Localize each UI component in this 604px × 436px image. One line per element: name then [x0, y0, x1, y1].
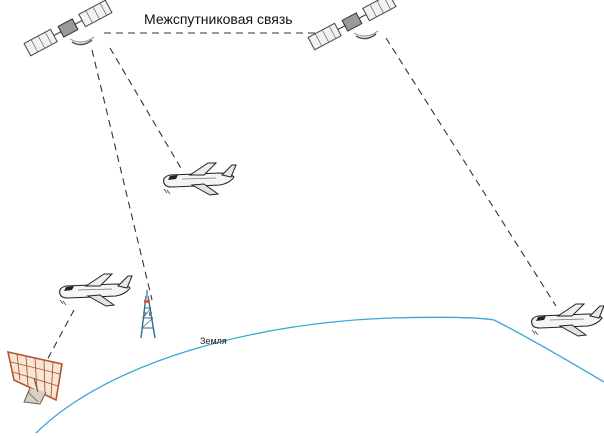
- earth-label: Земля: [200, 336, 227, 346]
- earth-horizon: [36, 317, 604, 433]
- satellite-icon: [24, 0, 112, 56]
- airplane-icon: [532, 304, 604, 336]
- link-plane2-groundstation: [46, 310, 74, 362]
- link-sat1-tower: [92, 50, 152, 300]
- dish-antenna-icon: [8, 352, 62, 404]
- link-sat1-plane1: [110, 48, 182, 170]
- radio-tower-icon: [141, 290, 155, 338]
- diagram-title: Межспутниковая связь: [144, 11, 293, 27]
- airplane-icon: [60, 274, 132, 306]
- airplane-icon: [164, 163, 236, 195]
- link-sat2-plane3: [386, 38, 556, 306]
- satellite-icon: [308, 0, 396, 50]
